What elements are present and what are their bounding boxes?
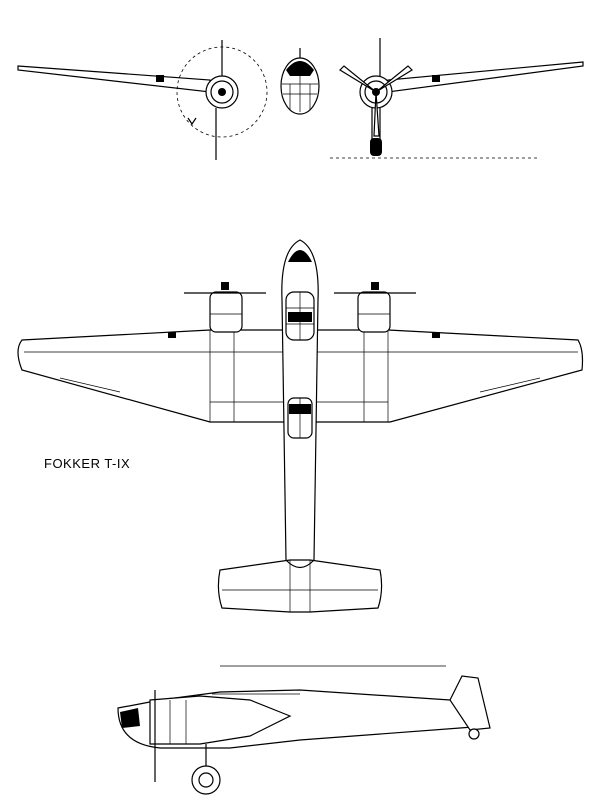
front-left-wing xyxy=(17,65,211,93)
front-right-wingtip-light xyxy=(432,75,440,82)
top-wing xyxy=(17,329,584,423)
side-engine-nacelle xyxy=(149,695,292,745)
aircraft-caption: FOKKER T-IX xyxy=(44,456,131,471)
top-tailplane xyxy=(217,559,383,613)
side-tail-wheel xyxy=(468,728,480,740)
top-fuselage xyxy=(281,239,319,569)
side-view xyxy=(117,665,491,795)
top-left-nacelle xyxy=(184,282,266,333)
side-tail-fin xyxy=(449,675,491,731)
front-view xyxy=(17,38,584,160)
front-left-wingtip-light xyxy=(156,75,164,82)
top-view xyxy=(17,239,584,613)
top-right-nacelle xyxy=(334,282,416,333)
front-right-engine xyxy=(339,38,413,156)
front-fuselage xyxy=(280,48,320,115)
side-main-gear xyxy=(191,744,221,795)
front-right-wing xyxy=(387,61,584,93)
front-left-engine xyxy=(176,40,268,160)
